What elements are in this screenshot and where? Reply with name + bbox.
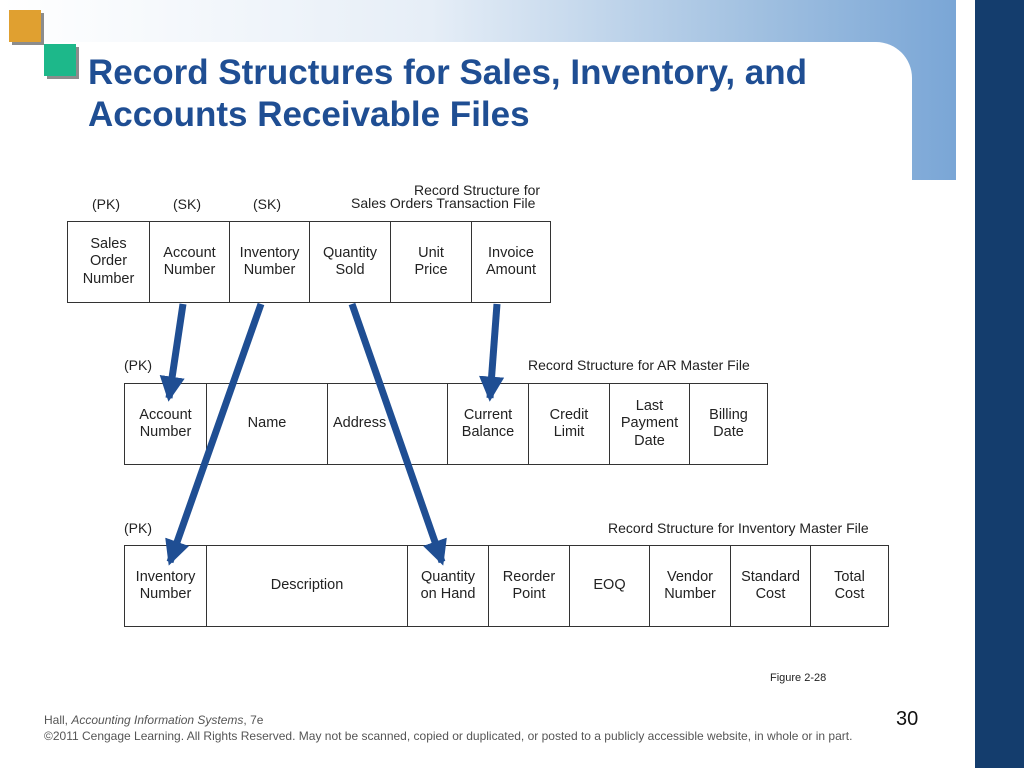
sales-orders-record-structure: Sales Order Number Account Number Invent… — [67, 221, 551, 303]
field-credit-limit: Credit Limit — [528, 384, 609, 464]
field-total-cost: Total Cost — [810, 546, 888, 626]
sales-key-pk: (PK) — [92, 196, 120, 212]
right-side-bar — [975, 0, 1024, 768]
field-unit-price: Unit Price — [390, 222, 471, 302]
field-vendor-number: Vendor Number — [649, 546, 730, 626]
slide-title: Record Structures for Sales, Inventory, … — [88, 53, 807, 134]
inventory-caption: Record Structure for Inventory Master Fi… — [608, 520, 869, 536]
field-inventory-number: Inventory Number — [229, 222, 309, 302]
footer-author: Hall, — [44, 713, 72, 727]
field-description: Description — [206, 546, 407, 626]
field-quantity-sold: Quantity Sold — [309, 222, 390, 302]
footer-copyright: ©2011 Cengage Learning. All Rights Reser… — [44, 729, 853, 743]
figure-label: Figure 2-28 — [770, 672, 827, 684]
inventory-master-record-structure: Inventory Number Description Quantity on… — [124, 545, 889, 627]
field-current-balance: Current Balance — [447, 384, 528, 464]
green-square-decoration — [44, 44, 76, 76]
field-inv-inventory-number: Inventory Number — [135, 568, 196, 602]
field-quantity-on-hand: Quantity on Hand — [407, 546, 488, 626]
field-reorder-point: Reorder Point — [488, 546, 569, 626]
sales-caption-line1: Record Structure for — [414, 182, 541, 198]
field-billing-date: Billing Date — [689, 384, 767, 464]
header-white-panel — [0, 42, 912, 182]
field-name: Name — [206, 384, 327, 464]
sales-key-sk-inventory: (SK) — [253, 196, 281, 212]
field-eoq: EOQ — [569, 546, 649, 626]
ar-master-record-structure: Account Number Name Address Current Bala… — [124, 383, 768, 465]
footer-citation: Hall, Accounting Information Systems, 7e — [44, 713, 263, 727]
inventory-key-pk: (PK) — [124, 520, 152, 536]
ar-caption: Record Structure for AR Master File — [528, 357, 750, 373]
footer-edition: , 7e — [243, 713, 264, 727]
sales-key-sk-account: (SK) — [173, 196, 201, 212]
field-invoice-amount: Invoice Amount — [471, 222, 550, 302]
field-last-payment-date: Last Payment Date — [609, 384, 689, 464]
field-sales-order-number: Sales Order Number — [82, 235, 135, 287]
page-number: 30 — [896, 708, 919, 730]
field-standard-cost: Standard Cost — [730, 546, 810, 626]
footer-book-title: Accounting Information Systems — [71, 713, 244, 727]
sales-caption-line2: Sales Orders Transaction File — [351, 195, 536, 211]
field-address: Address — [327, 384, 447, 464]
orange-square-decoration — [9, 10, 41, 42]
field-ar-account-number: Account Number — [139, 406, 192, 440]
ar-key-pk: (PK) — [124, 357, 152, 373]
field-account-number: Account Number — [149, 222, 229, 302]
